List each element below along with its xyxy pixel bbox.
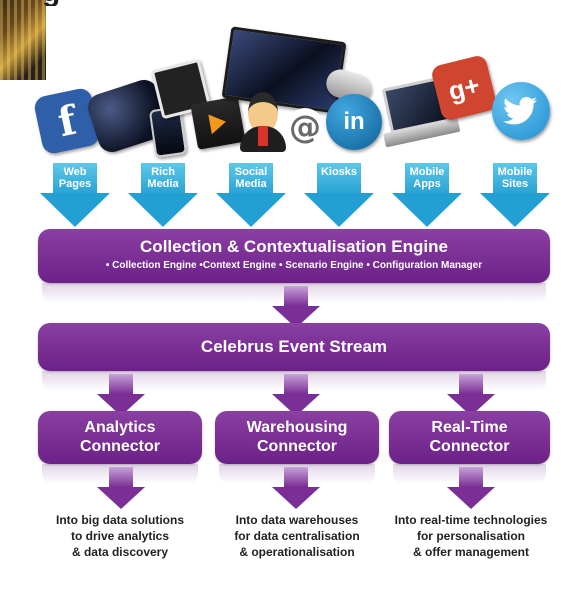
heading-fragment: g	[0, 0, 220, 6]
warehousing-connector-box: Warehousing Connector	[215, 411, 379, 484]
arrow-realtime-down	[447, 467, 495, 511]
source-arrow-kiosks: Kiosks	[304, 163, 374, 231]
event-stream-title: Celebrus Event Stream	[200, 337, 388, 356]
warehousing-connector-title: Warehousing Connector	[246, 419, 348, 455]
analytics-connector-box: Analytics Connector	[38, 411, 202, 484]
source-arrow-rich-media: Rich Media	[128, 163, 198, 231]
source-label: Mobile Apps	[409, 166, 445, 190]
source-label: Kiosks	[320, 166, 358, 178]
engine-title: Collection & Contextualisation Engine	[140, 237, 448, 256]
source-arrow-mobile-apps: Mobile Apps	[392, 163, 462, 231]
realtime-connector-box: Real-Time Connector	[389, 411, 550, 484]
arrow-stream-to-analytics	[97, 374, 145, 418]
arrow-analytics-down	[97, 467, 145, 511]
source-arrow-web-pages: Web Pages	[40, 163, 110, 231]
at-sign-icon: @	[286, 108, 324, 146]
source-label: Mobile Sites	[497, 166, 533, 190]
arrow-stream-to-realtime	[447, 374, 495, 418]
arrow-warehousing-down	[272, 467, 320, 511]
collection-engine-box: Collection & Contextualisation Engine • …	[38, 229, 550, 303]
realtime-description: Into real-time technologies for personal…	[394, 513, 548, 559]
corner-photo	[0, 0, 46, 80]
twitter-bird-icon	[503, 96, 537, 125]
realtime-connector-title: Real-Time Connector	[429, 419, 510, 455]
event-stream-box: Celebrus Event Stream	[38, 323, 550, 391]
warehousing-description: Into data warehouses for data centralisa…	[234, 513, 360, 559]
linkedin-icon: in	[326, 94, 382, 150]
source-label: Rich Media	[147, 166, 179, 190]
play-icon	[208, 111, 228, 135]
google-plus-icon: g+	[430, 54, 498, 122]
arrow-engine-to-stream	[272, 286, 320, 330]
engine-subtitle: • Collection Engine •Context Engine • Sc…	[105, 260, 483, 271]
channel-icon-cluster: f @ in g+	[30, 26, 570, 162]
person-avatar-icon	[240, 92, 286, 152]
source-label: Social Media	[234, 166, 268, 190]
analytics-connector-title: Analytics Connector	[80, 419, 160, 455]
video-clapper-icon	[190, 96, 246, 150]
source-arrow-mobile-sites: Mobile Sites	[480, 163, 550, 231]
analytics-description: Into big data solutions to drive analyti…	[56, 513, 184, 559]
source-label: Web Pages	[58, 166, 92, 190]
twitter-icon	[492, 82, 550, 140]
source-arrow-social-media: Social Media	[216, 163, 286, 231]
arrow-stream-to-warehousing	[272, 374, 320, 418]
